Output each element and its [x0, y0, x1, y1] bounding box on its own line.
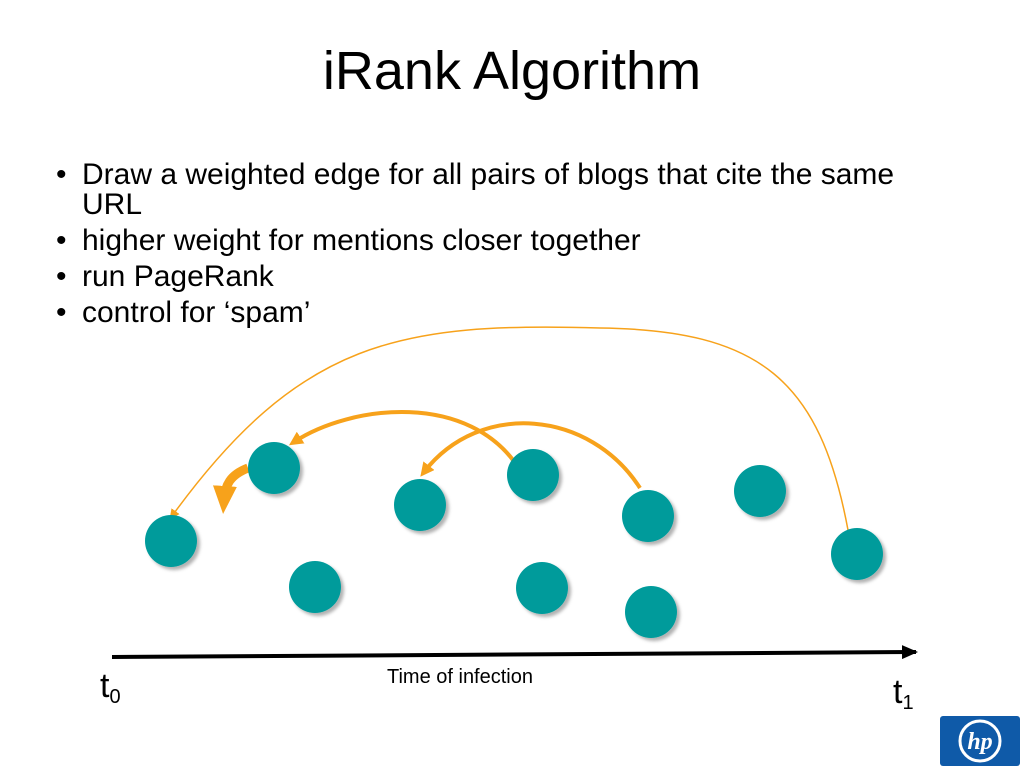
slide-title: iRank Algorithm — [322, 41, 702, 101]
blog-node — [394, 479, 446, 531]
bullet-text: run PageRank — [82, 260, 274, 293]
blog-node — [507, 449, 559, 501]
blog-node — [831, 528, 883, 580]
time-axis — [111, 645, 918, 660]
axis-start-label: t0 — [100, 667, 121, 708]
bullet-marker: • — [56, 158, 67, 191]
edge-long — [169, 326, 849, 531]
blog-node — [622, 490, 674, 542]
logo-text: hp — [967, 729, 992, 755]
bullet-marker: • — [56, 296, 67, 329]
edge-cross-a — [288, 409, 522, 472]
edge-cross-b — [420, 421, 642, 490]
blog-node — [516, 562, 568, 614]
bullet-item: • run PageRank — [56, 262, 936, 292]
axis-caption: Time of infection — [387, 666, 533, 688]
axis-end-label: t1 — [893, 673, 914, 714]
blog-node — [248, 442, 300, 494]
bullet-text: control for ‘spam’ — [82, 296, 311, 329]
edge-thick — [212, 463, 250, 514]
blog-node — [734, 465, 786, 517]
blog-node — [625, 586, 677, 638]
hp-logo: hp — [940, 716, 1020, 766]
blog-node — [145, 515, 197, 567]
bullet-text: Draw a weighted edge for all pairs of bl… — [82, 158, 895, 221]
bullet-item: • control for ‘spam’ — [56, 298, 936, 328]
bullet-marker: • — [56, 260, 67, 293]
bullet-text: higher weight for mentions closer togeth… — [82, 224, 641, 257]
bullet-item: • Draw a weighted edge for all pairs of … — [56, 160, 936, 220]
bullet-marker: • — [56, 224, 67, 257]
bullet-list: • Draw a weighted edge for all pairs of … — [56, 160, 936, 334]
blog-node — [289, 561, 341, 613]
bullet-item: • higher weight for mentions closer toge… — [56, 226, 936, 256]
